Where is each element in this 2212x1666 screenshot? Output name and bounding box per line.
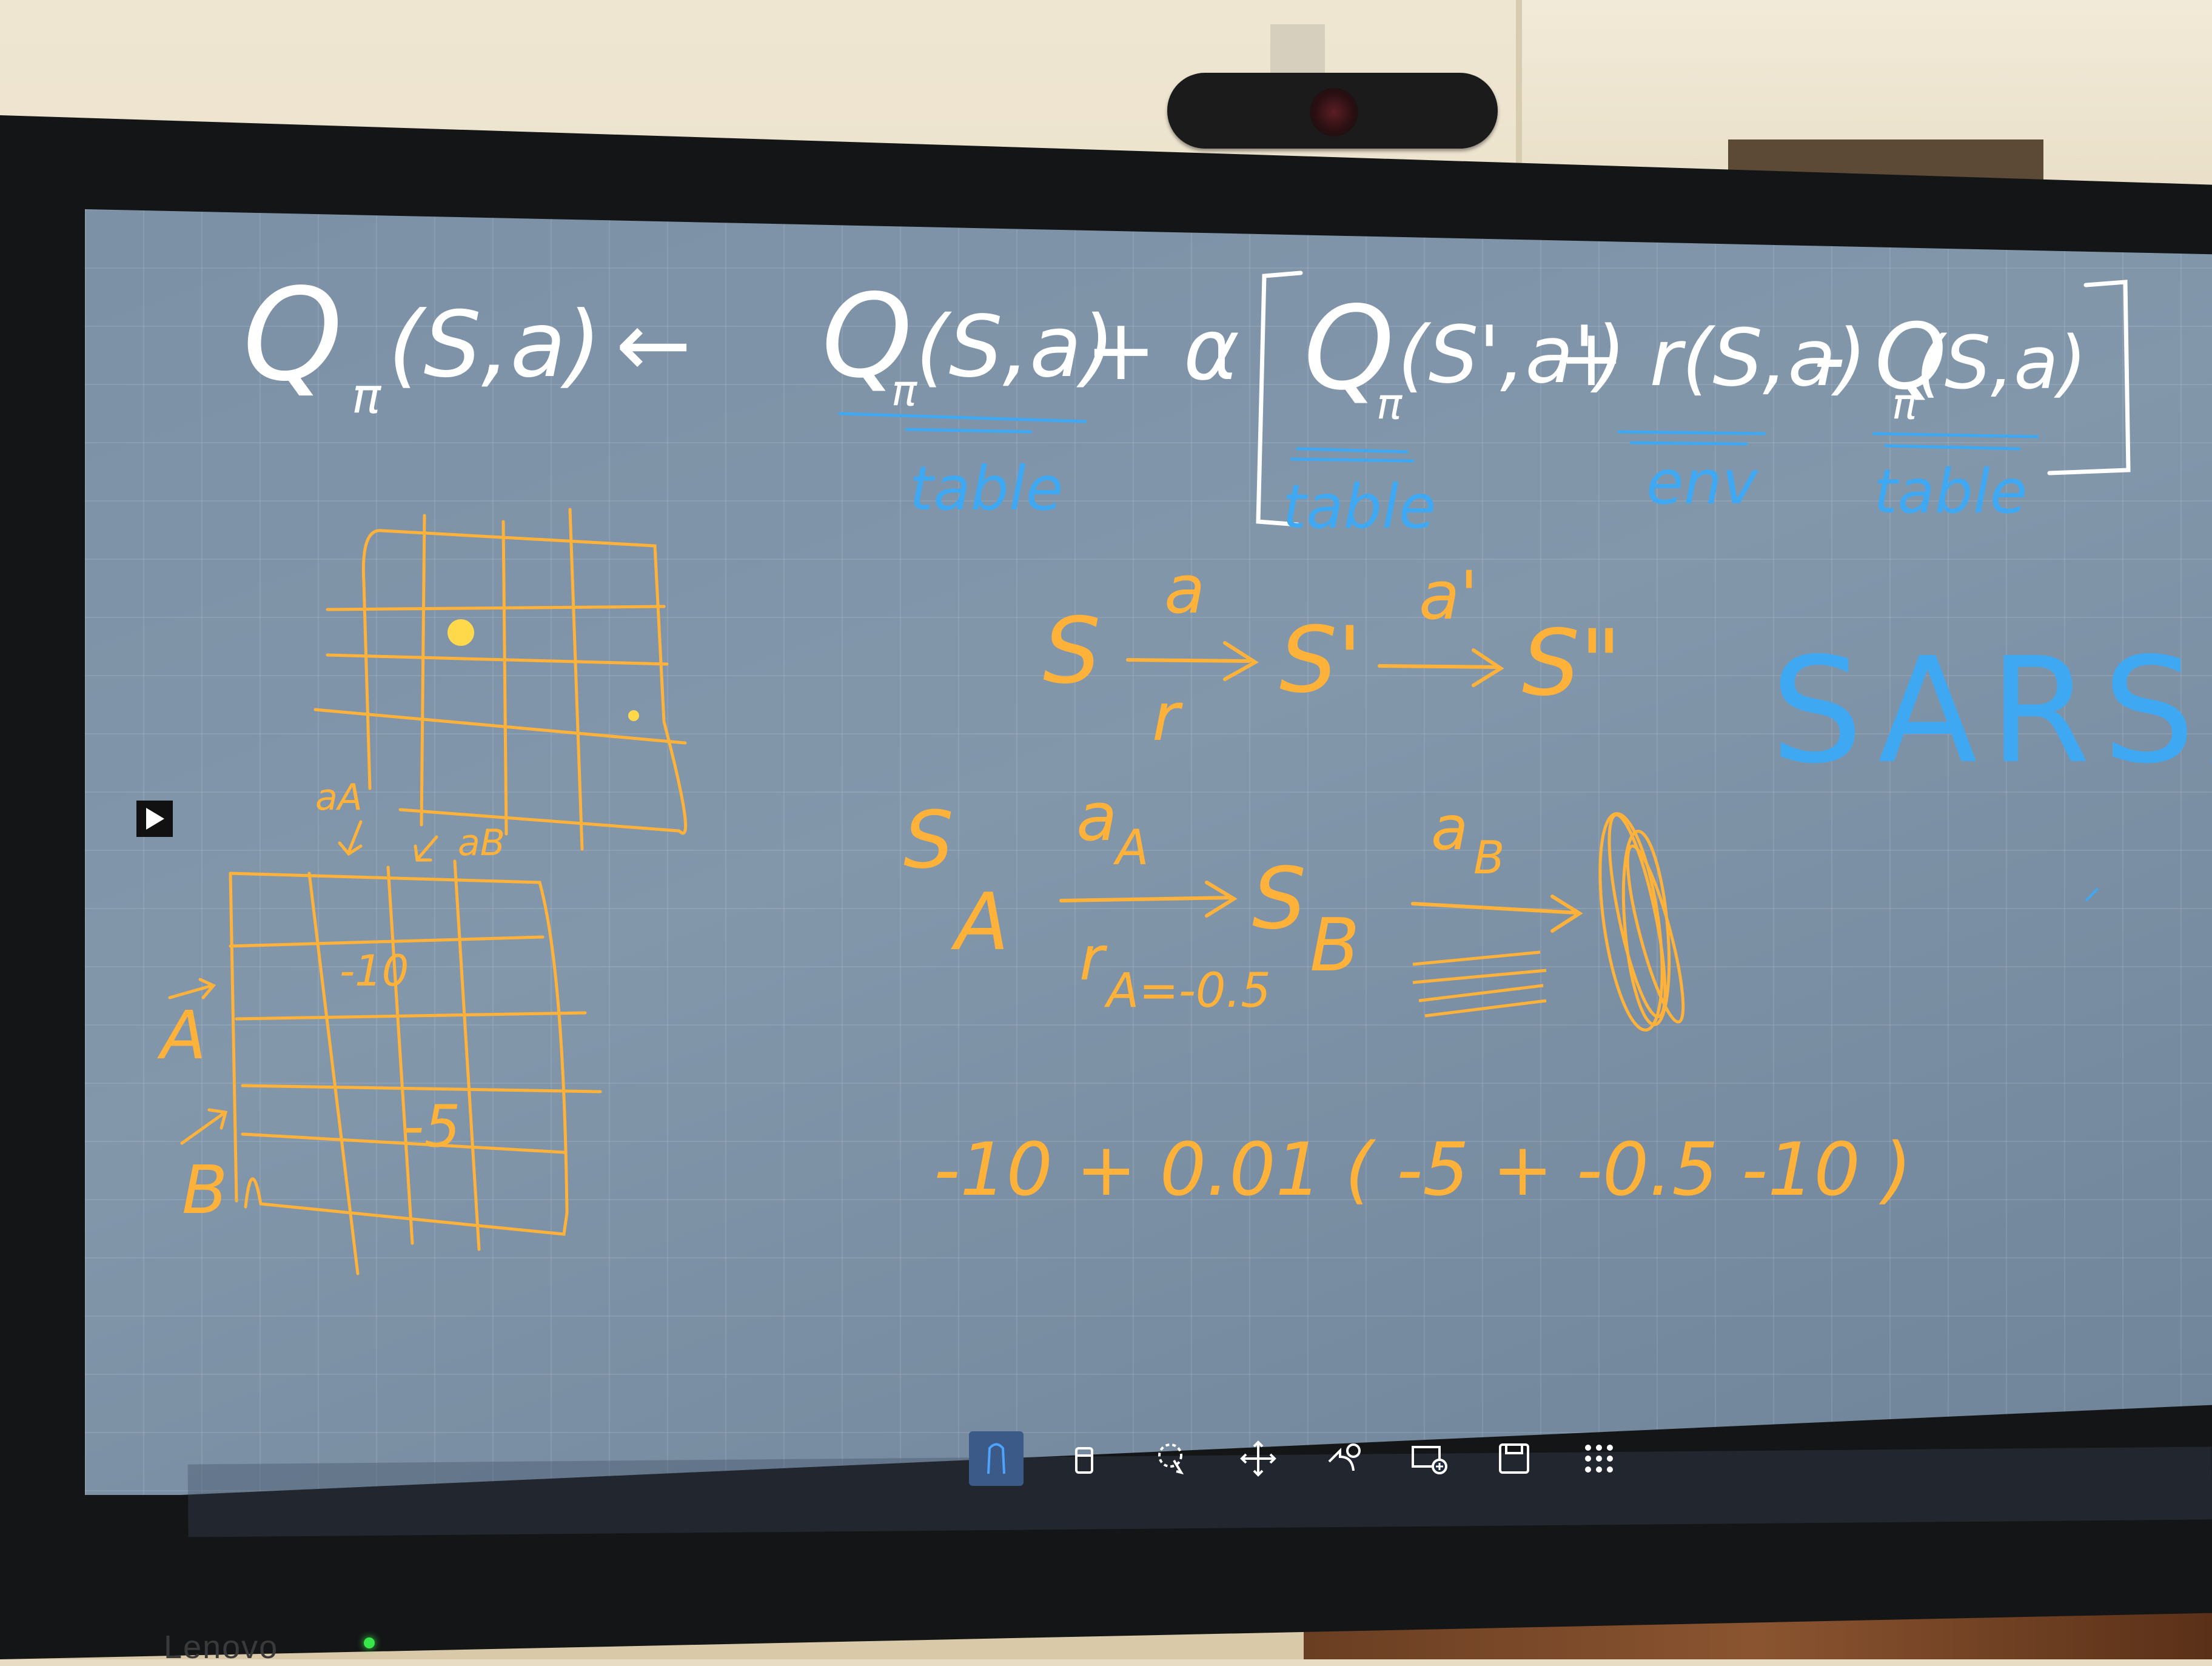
example-arrows	[1059, 881, 1583, 933]
lasso-select-icon	[1158, 1443, 1184, 1475]
scribble-crossed-out	[1412, 812, 1685, 1032]
formula-q-sub: π	[891, 366, 918, 415]
add-page-tool-button[interactable]	[1402, 1431, 1456, 1486]
formula-plus-r: + r(S,a)	[1558, 312, 1867, 404]
blue-underlines	[838, 412, 2039, 463]
pen-tool-button[interactable]	[969, 1431, 1024, 1486]
transition-arrows	[1126, 641, 1504, 687]
eraser-icon	[1075, 1447, 1093, 1474]
formula-minus-q-args: (S,a)	[1916, 321, 2086, 406]
blue-tick	[2085, 887, 2099, 902]
formula-lhs-args: (S,a)	[388, 292, 602, 398]
grid-label-a-b: aB	[458, 822, 505, 864]
formula-q-args: (S,a)	[916, 298, 1114, 397]
example-s-b: S	[1252, 850, 1306, 949]
brand-logo: Lenovo	[164, 1629, 279, 1665]
grid-label-a-a: aA	[315, 776, 363, 819]
example-a-a-sub: A	[1113, 819, 1149, 876]
grid-cell-10: -10	[340, 946, 409, 996]
formula-minus-q: - Q	[1813, 304, 1946, 410]
formula-q-term: Q	[822, 269, 913, 403]
grid-arrows	[168, 820, 438, 1145]
grid-label-row-b: B	[182, 1151, 227, 1229]
formula-minus-q-sub: π	[1892, 379, 1919, 429]
pen-icon	[987, 1443, 1005, 1474]
example-r-a-value: A=-0.5	[1104, 964, 1271, 1018]
side-panel-toggle-icon[interactable]	[136, 801, 173, 837]
formula-lhs-sub: π	[352, 368, 382, 424]
transition-s-prime: S'	[1279, 608, 1362, 713]
formula-bracket-q: Q	[1304, 281, 1395, 415]
example-a-a: a	[1076, 778, 1117, 856]
webcam-lens-icon	[1310, 88, 1358, 136]
undo-tool-button[interactable]	[1316, 1431, 1370, 1486]
formula-brackets	[1256, 270, 2131, 527]
webcam-mount	[1270, 24, 1325, 79]
formula-arrow: ←	[615, 292, 692, 398]
add-page-icon	[1412, 1446, 1447, 1474]
formula-bracket-q-args: (S',a')	[1398, 309, 1626, 401]
label-table-3: table	[1874, 456, 2027, 527]
example-a-b: a	[1431, 793, 1468, 864]
transition-s: S	[1043, 599, 1101, 704]
save-icon	[1499, 1443, 1529, 1474]
save-tool-button[interactable]	[1487, 1431, 1541, 1486]
whiteboard-grid	[85, 209, 2212, 1495]
more-tool-button[interactable]	[1572, 1431, 1626, 1486]
goal-marker-dot	[628, 710, 639, 721]
power-led-icon	[364, 1637, 375, 1648]
computation-line: -10 + 0.01 ( -5 + -0.5 -10 )	[934, 1128, 1912, 1212]
transition-s-double-prime: S"	[1522, 611, 1621, 716]
sarsa-title: SARSA	[1771, 626, 2212, 796]
label-env: env	[1646, 447, 1759, 518]
move-icon	[1240, 1440, 1276, 1477]
grid-world-lower	[229, 859, 602, 1275]
undo-icon	[1328, 1443, 1361, 1471]
formula-lhs-q: Q	[243, 261, 343, 409]
grid-world-upper	[313, 508, 688, 851]
grid-label-row-a: A	[157, 996, 206, 1074]
label-table-1: table	[910, 453, 1063, 524]
transition-r: r	[1152, 678, 1183, 756]
transition-a-prime: a'	[1419, 557, 1478, 634]
eraser-tool-button[interactable]	[1057, 1431, 1111, 1486]
formula-bracket-q-sub: π	[1376, 379, 1403, 429]
example-s-a-sub: A	[951, 876, 1009, 968]
label-table-2: table	[1282, 471, 1436, 542]
grid-menu-icon	[1585, 1445, 1613, 1473]
move-tool-button[interactable]	[1231, 1431, 1285, 1486]
example-a-b-sub: B	[1473, 831, 1504, 884]
agent-marker-dot	[447, 619, 474, 646]
lasso-tool-button[interactable]	[1145, 1431, 1199, 1486]
grid-cell-5: -5	[403, 1093, 461, 1160]
example-r-a: r	[1079, 923, 1108, 994]
example-s-a: S	[903, 794, 954, 886]
transition-a: a	[1164, 551, 1205, 628]
example-s-b-sub: B	[1310, 904, 1359, 988]
formula-plus-alpha: + α	[1085, 301, 1239, 400]
whiteboard-screen[interactable]	[85, 209, 2212, 1495]
